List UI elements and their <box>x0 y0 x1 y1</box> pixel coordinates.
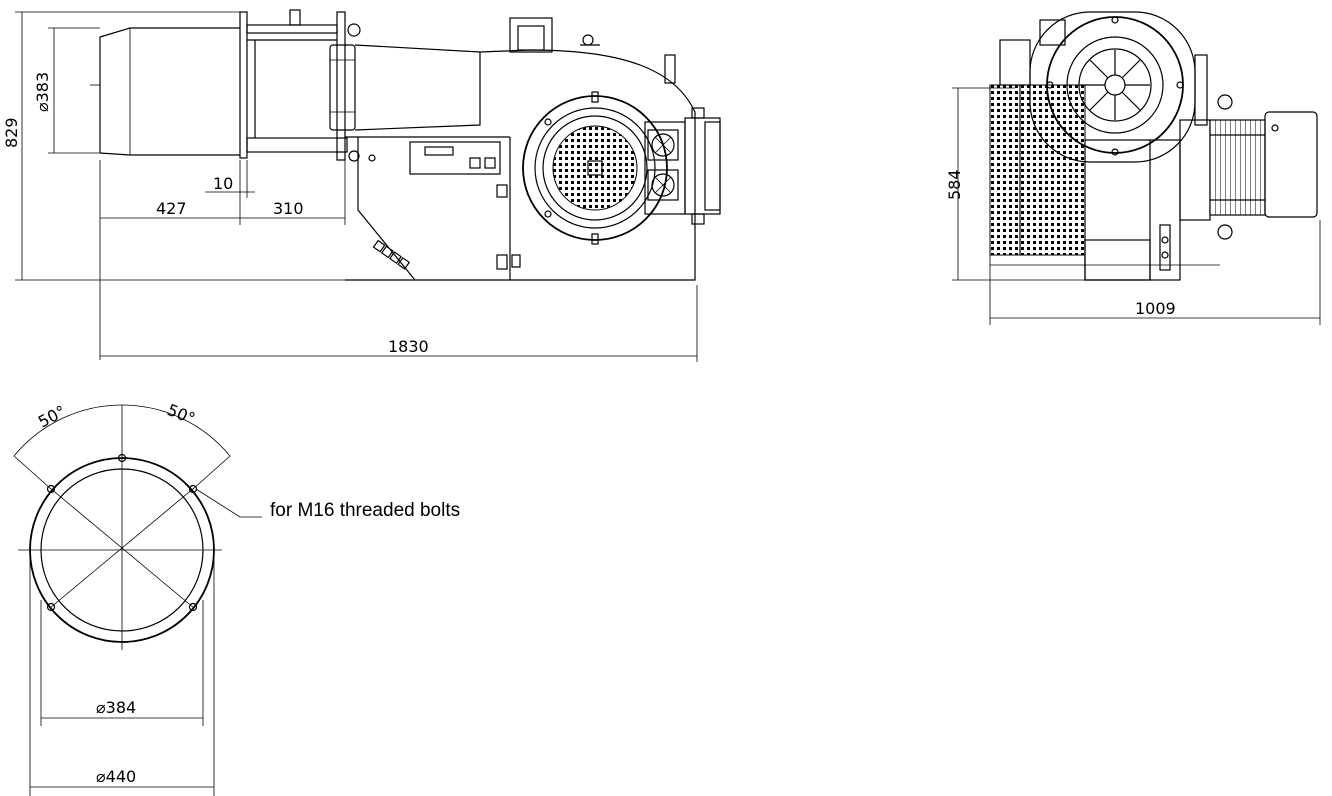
dim-inner-diameter: ⌀384 <box>96 698 136 717</box>
dim-front-width: 1009 <box>1135 299 1176 318</box>
dim-flange-gap: 10 <box>213 174 233 193</box>
angle-arc-right <box>121 404 231 457</box>
side-view: 829 ⌀383 10 427 310 1830 <box>2 9 721 362</box>
junction-boxes <box>644 107 721 225</box>
dim-outer-diameter: ⌀440 <box>96 767 136 786</box>
dim-flange-to-body: 310 <box>273 199 304 218</box>
front-dimensions <box>952 87 1321 325</box>
front-view: 584 1009 <box>945 11 1321 325</box>
swirler-vanes <box>1080 50 1150 120</box>
bolt-leader <box>195 488 262 518</box>
blast-tube <box>90 27 240 156</box>
dim-tube-length: 427 <box>156 199 187 218</box>
fan-housing <box>345 17 696 281</box>
dim-overall-height: 829 <box>2 117 21 148</box>
fan-motor <box>1209 111 1318 218</box>
combustion-head-body <box>246 9 361 162</box>
flange-view <box>13 404 262 796</box>
motor-grille <box>522 91 668 245</box>
dim-tube-diameter: ⌀383 <box>33 72 52 112</box>
bolt-note: for M16 threaded bolts <box>270 500 460 521</box>
side-dimensions <box>15 11 698 362</box>
dim-front-height: 584 <box>945 169 964 200</box>
angle-arc-left <box>13 404 123 457</box>
head-disc <box>1029 11 1196 163</box>
dim-overall-length: 1830 <box>388 337 429 356</box>
control-panel <box>368 141 521 270</box>
angle-left-label: 50° <box>35 401 69 431</box>
burner-body-front <box>990 19 1233 281</box>
air-intake-grille <box>989 84 1086 256</box>
mounting-flange <box>239 11 248 159</box>
